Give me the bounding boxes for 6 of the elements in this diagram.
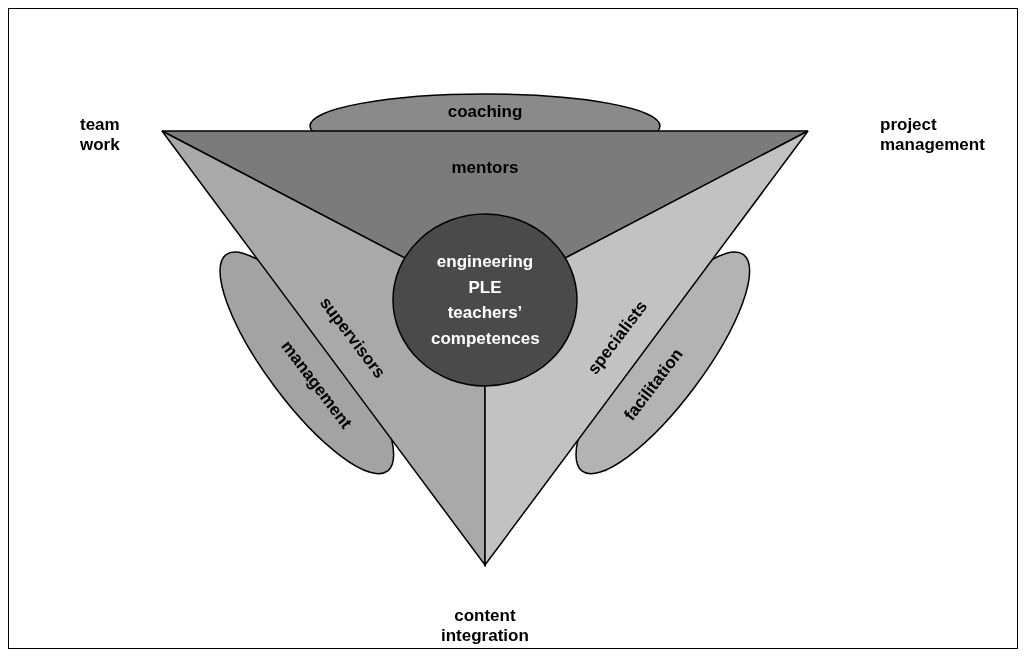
segment-label: coaching — [447, 101, 523, 123]
corner-label: team work — [80, 114, 120, 156]
center-label: engineering PLE teachers’ competences — [431, 251, 539, 350]
corner-label: project management — [880, 114, 985, 156]
segment-label: mentors — [451, 157, 519, 179]
corner-label: content integration — [441, 606, 529, 647]
